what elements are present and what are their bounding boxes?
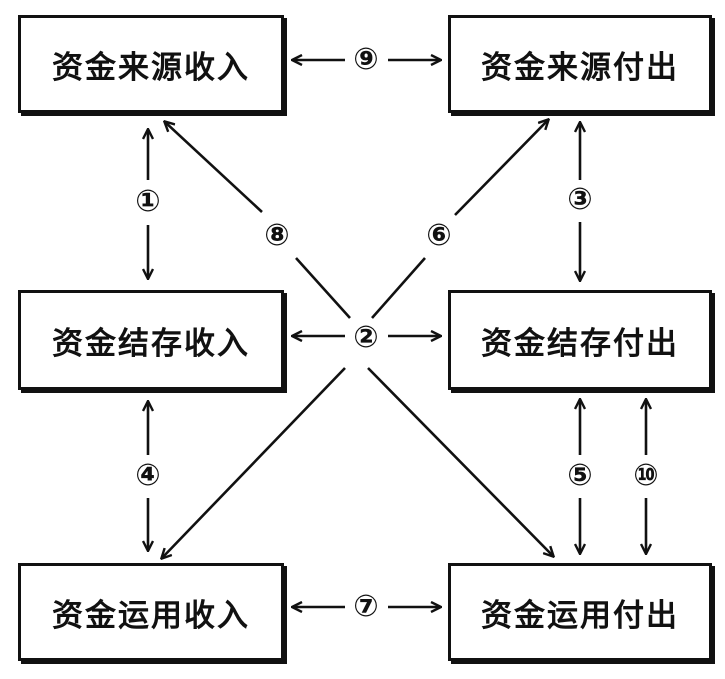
arrow-8-upper (165, 122, 263, 213)
label-8: ⑧ (262, 218, 292, 253)
box-usage-payment: 资金运用付出 (448, 563, 712, 661)
box-balance-income-label: 资金结存收入 (52, 325, 250, 362)
label-4: ④ (133, 458, 163, 493)
box-balance-payment-label: 资金结存付出 (481, 325, 679, 362)
label-10: ⑩ (631, 458, 661, 493)
box-balance-income: 资金结存收入 (18, 290, 284, 390)
label-1: ① (133, 184, 163, 219)
label-6: ⑥ (424, 218, 454, 253)
box-source-payment: 资金来源付出 (448, 15, 712, 113)
arrow-8-mid (295, 257, 351, 319)
box-source-income-label: 资金来源收入 (52, 49, 250, 86)
box-source-payment-label: 资金来源付出 (481, 49, 679, 86)
label-5: ⑤ (565, 458, 595, 493)
box-usage-income: 资金运用收入 (18, 563, 284, 661)
box-usage-income-label: 资金运用收入 (52, 597, 250, 634)
label-9: ⑨ (351, 42, 381, 77)
label-7: ⑦ (351, 589, 381, 624)
box-usage-payment-label: 资金运用付出 (481, 597, 679, 634)
arrow-2-diag (162, 367, 346, 558)
arrow-8-lower (367, 367, 553, 556)
arrow-6-upper (454, 120, 548, 216)
box-balance-payment: 资金结存付出 (448, 290, 712, 390)
box-source-income: 资金来源收入 (18, 15, 284, 113)
label-3: ③ (565, 182, 595, 217)
label-2: ② (351, 320, 381, 355)
arrow-6-lower (371, 257, 426, 319)
